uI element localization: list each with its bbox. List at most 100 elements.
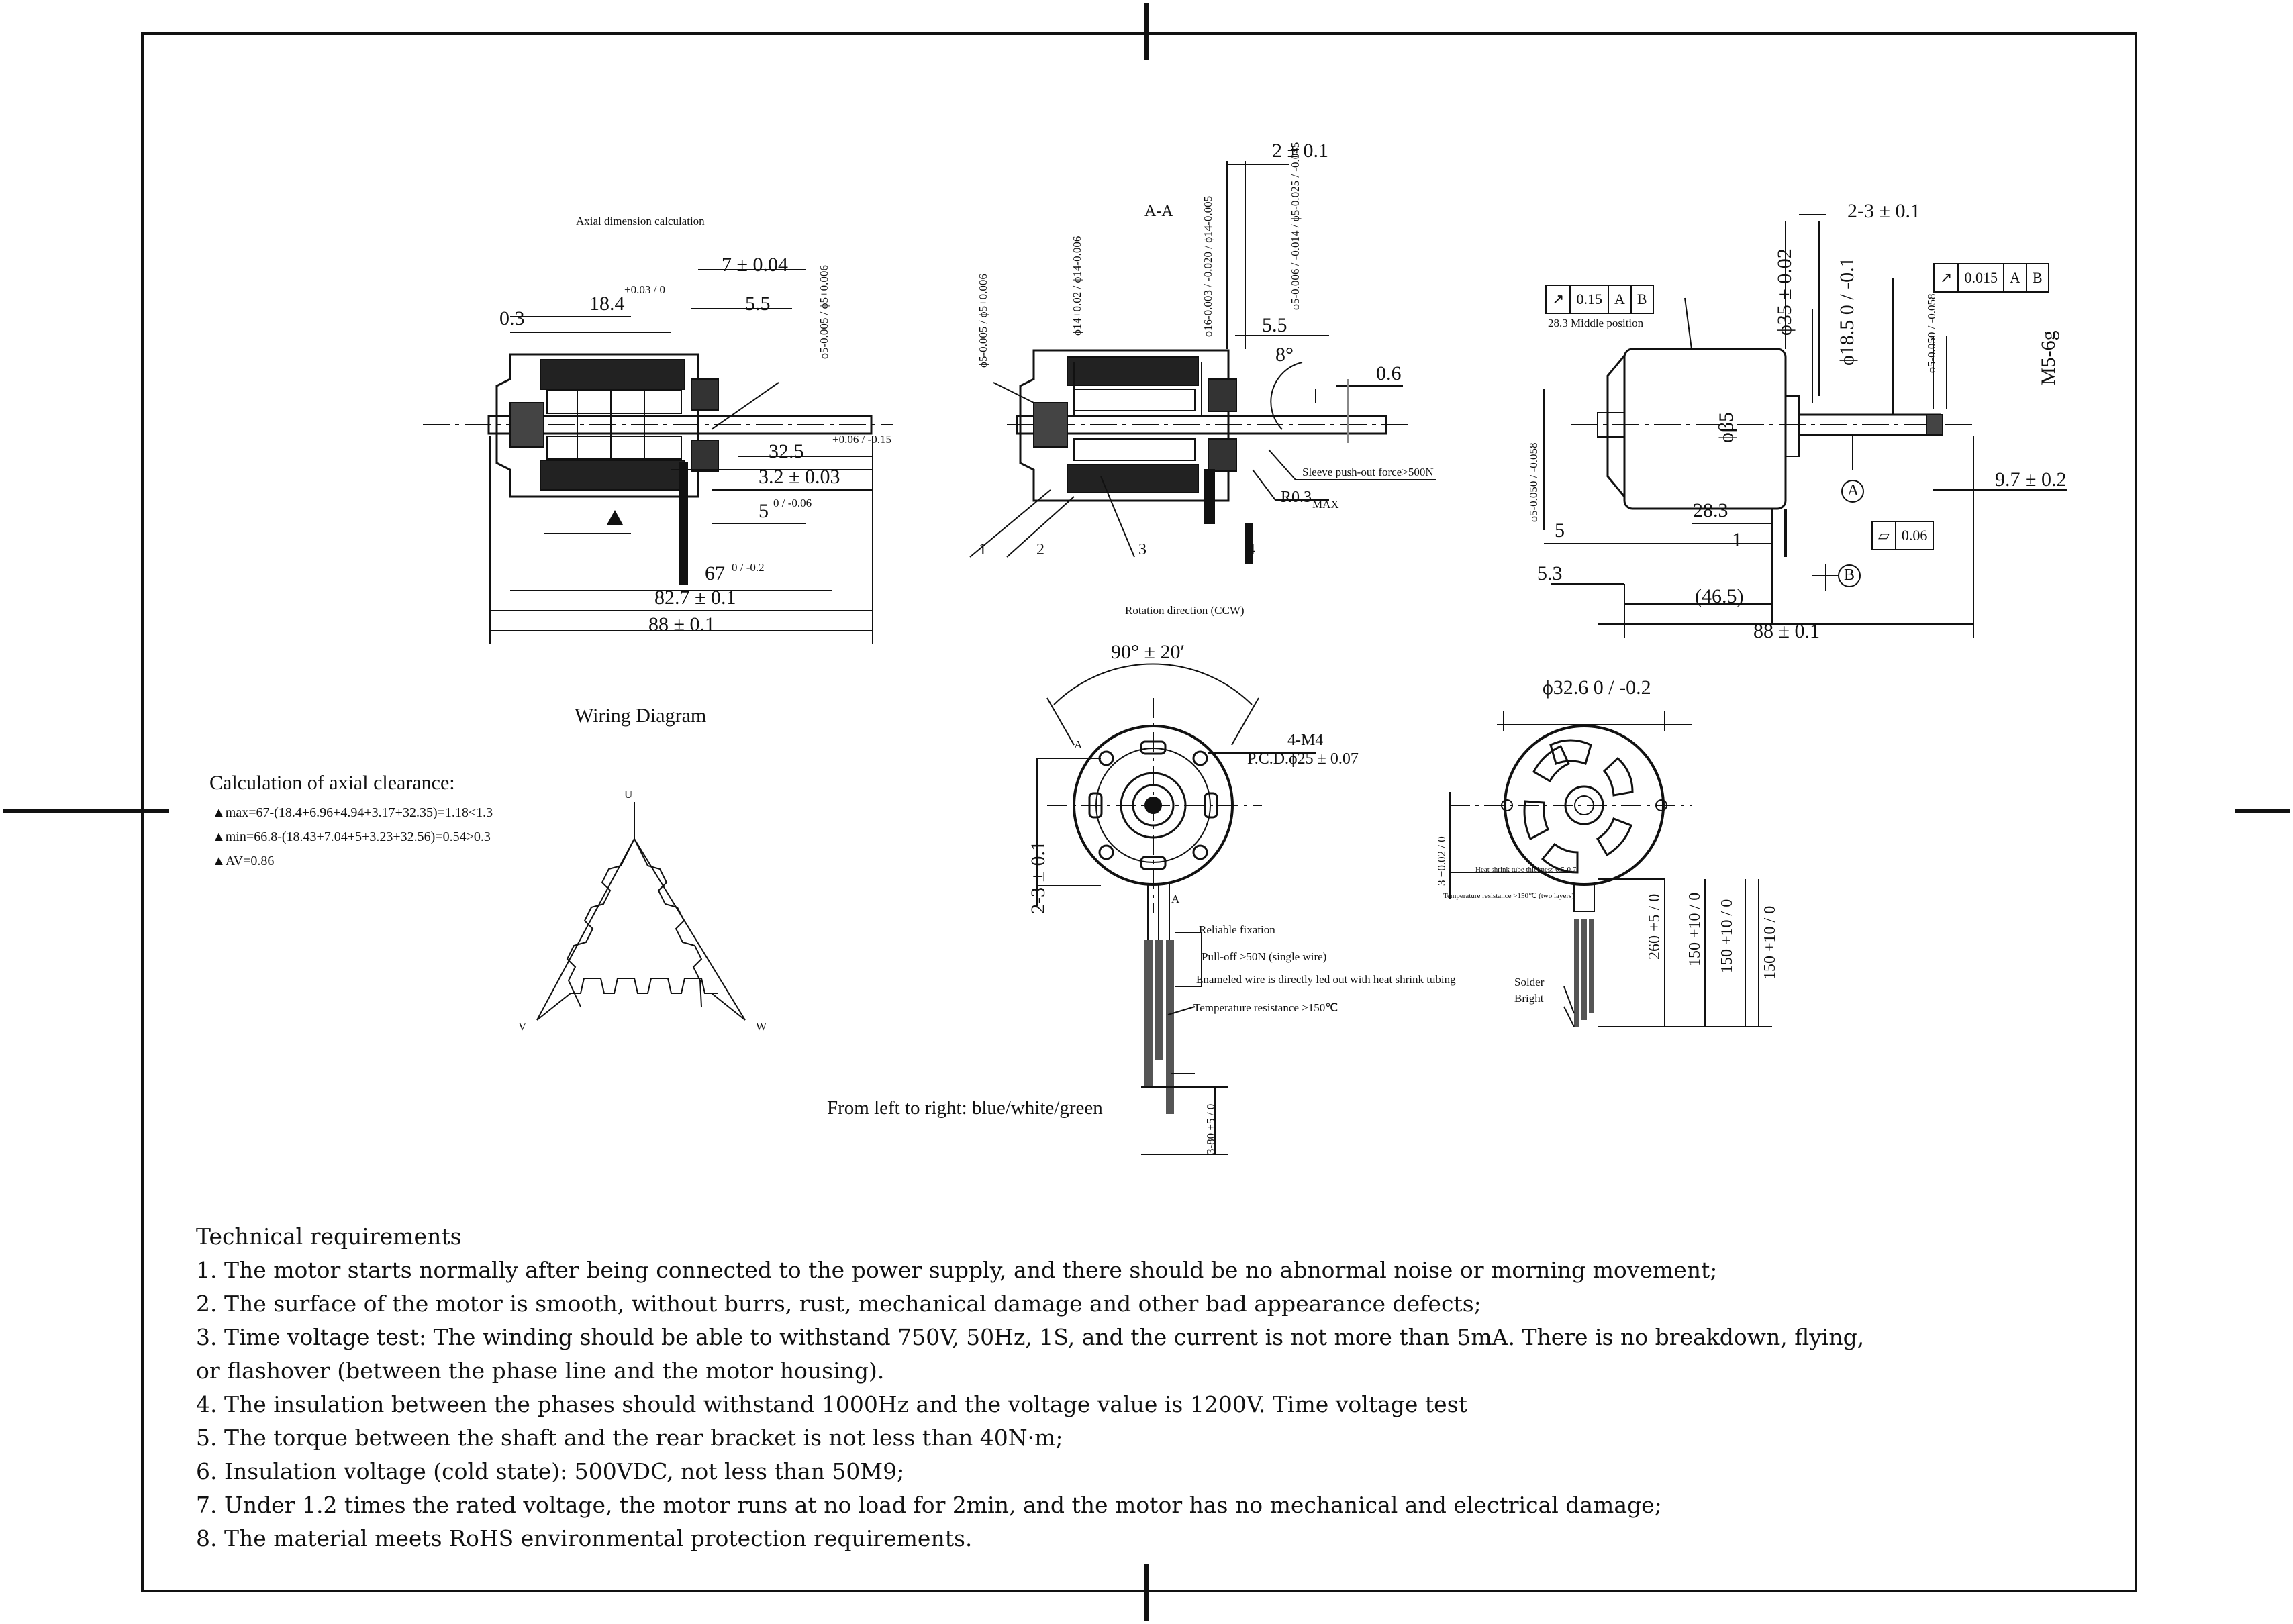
rear-dim-150c: 150 +10 / 0 xyxy=(1761,905,1779,980)
front-a-bottom: A xyxy=(1171,893,1180,905)
front-a-top: A xyxy=(1074,738,1083,751)
v3-dim-2-3: 2-3 ± 0.1 xyxy=(1847,200,1920,222)
v1-dim-82-7: 82.7 ± 0.1 xyxy=(654,587,736,609)
drawing-frame xyxy=(141,32,2137,1592)
v3-dim-phi18-5: ϕ18.5 0 / -0.1 xyxy=(1836,257,1858,366)
gtol-runout-1: ↗ 0.15 A B xyxy=(1545,285,1654,314)
v1-dim-0-3: 0.3 xyxy=(499,307,525,329)
v2-balloon-1: 1 xyxy=(979,541,987,558)
requirement-1: 1. The motor starts normally after being… xyxy=(196,1257,1718,1283)
v1-dim-32-5: 32.5 xyxy=(769,440,804,462)
v2-dim-0-6: 0.6 xyxy=(1376,362,1402,385)
runout-icon: ↗ xyxy=(1552,291,1565,307)
axial-calc-title: Axial dimension calculation xyxy=(576,215,705,227)
front-pcd: P.C.D.ϕ25 ± 0.07 xyxy=(1247,750,1359,768)
rear-bright: Bright xyxy=(1514,992,1544,1005)
front-tempres: Temperature resistance >150℃ xyxy=(1193,1001,1338,1014)
wiring-w: W xyxy=(756,1020,767,1033)
requirement-3: 3. Time voltage test: The winding should… xyxy=(196,1324,1865,1350)
rear-dim-phi32-6: ϕ32.6 0 / -0.2 xyxy=(1543,676,1651,699)
gtol1-datum-b: B xyxy=(1630,286,1653,313)
v2-balloon-2: 2 xyxy=(1036,541,1044,558)
v1-dim-5-5: 5.5 xyxy=(745,293,771,315)
gtol1-note: 28.3 Middle position xyxy=(1548,317,1644,329)
front-dim-3-80: 3-80 +5 / 0 xyxy=(1204,1103,1217,1154)
gtol2-datum-a: A xyxy=(2002,264,2026,291)
v3-dim-88: 88 ± 0.1 xyxy=(1753,620,1820,642)
clearance-heading: Calculation of axial clearance: xyxy=(209,772,455,794)
gtol1-datum-a: A xyxy=(1607,286,1630,313)
v2-sleeve-note: Sleeve push-out force>500N xyxy=(1302,466,1434,478)
requirement-4: 4. The insulation between the phases sho… xyxy=(196,1391,1467,1417)
v3-dim-phi5: ϕ5-0.050 / -0.058 xyxy=(1925,293,1938,374)
v1-dim-phi5: ϕ5-0.005 / ϕ5+0.006 xyxy=(818,265,830,359)
front-enameled: Enameled wire is directly led out with h… xyxy=(1196,973,1456,986)
rear-dim-3: 3 +0.02 / 0 xyxy=(1435,836,1448,886)
v2-r03-sub: MAX xyxy=(1312,498,1339,511)
gtol2-value: 0.015 xyxy=(1957,264,2003,291)
v3-dim-phi5-left: ϕ5-0.050 / -0.058 xyxy=(1527,442,1540,523)
rear-view-motor xyxy=(1449,711,1772,1027)
view2-section-aa xyxy=(969,161,1436,564)
rear-temp-res: Temperature resistance >150℃ (two layers… xyxy=(1443,892,1574,900)
clearance-max: ▲max=67-(18.4+6.96+4.94+3.17+32.35)=1.18… xyxy=(212,805,493,820)
requirement-7: 7. Under 1.2 times the rated voltage, th… xyxy=(196,1492,1662,1518)
v1-dim-18-4-tol: +0.03 / 0 xyxy=(624,283,666,296)
front-pulloff: Pull-off >50N (single wire) xyxy=(1202,950,1327,963)
front-view-motor xyxy=(1036,663,1316,1155)
gtol3-value: 0.06 xyxy=(1894,522,1933,549)
v2-balloon-4: 4 xyxy=(1247,541,1255,558)
gtol1-value: 0.15 xyxy=(1569,286,1608,313)
v3-dim-phi85: ϕβ5 xyxy=(1715,411,1737,443)
v1-dim-18-4: 18.4 xyxy=(589,293,625,315)
technical-requirements: Technical requirements 1. The motor star… xyxy=(196,1220,2089,1556)
requirement-6: 6. Insulation voltage (cold state): 500V… xyxy=(196,1458,905,1484)
v1-dim-5-tol: 0 / -0.06 xyxy=(773,497,812,509)
requirements-heading: Technical requirements xyxy=(196,1223,462,1250)
datum-a-label: A xyxy=(1847,482,1859,499)
rear-heat-tube: Heat shrink tube thickness 0.5-0.7 xyxy=(1475,866,1577,874)
rear-dim-150a: 150 +10 / 0 xyxy=(1686,892,1704,966)
view3-side-view xyxy=(1543,214,2067,638)
v1-dim-67: 67 xyxy=(705,562,725,585)
v2-dim-8deg: 8° xyxy=(1275,344,1294,366)
v2-dim-5-5: 5.5 xyxy=(1262,314,1287,336)
front-holes: 4-M4 xyxy=(1287,731,1324,749)
v3-dim-28-3: 28.3 xyxy=(1693,499,1728,521)
requirement-8: 8. The material meets RoHS environmental… xyxy=(196,1525,973,1552)
runout-icon: ↗ xyxy=(1940,269,1953,286)
v1-dim-7: 7 ± 0.04 xyxy=(722,254,788,276)
wiring-title: Wiring Diagram xyxy=(575,705,707,727)
v2-dim-phi16: ϕ16-0.003 / -0.020 / ϕ14-0.005 xyxy=(1202,195,1214,337)
rear-solder: Solder xyxy=(1514,976,1545,988)
v3-dim-5: 5 xyxy=(1555,519,1565,542)
wiring-delta xyxy=(536,802,746,1021)
rear-dim-150b: 150 +10 / 0 xyxy=(1718,899,1736,973)
flatness-icon: ▱ xyxy=(1878,527,1890,544)
section-title: A-A xyxy=(1144,203,1173,220)
centering-marks xyxy=(3,3,2290,1621)
front-dim-2-3: 2-3 ± 0.1 xyxy=(1027,841,1049,914)
v3-dim-46-5: (46.5) xyxy=(1695,585,1744,607)
clearance-av: ▲AV=0.86 xyxy=(212,854,275,868)
v2-dim-phi5: ϕ5-0.005 / ϕ5+0.006 xyxy=(977,274,989,368)
gtol-flatness: ▱ 0.06 xyxy=(1871,521,1935,550)
wiring-v: V xyxy=(518,1020,527,1033)
v2-dim-phi14: ϕ14+0.02 / ϕ14-0.006 xyxy=(1071,236,1083,336)
front-angle: 90° ± 20′ xyxy=(1111,641,1185,663)
view1-axial-section xyxy=(423,269,893,644)
v3-dim-phi35: ϕ35 ± 0.02 xyxy=(1773,248,1796,336)
v1-dim-5: 5 xyxy=(759,500,769,522)
gtol2-datum-b: B xyxy=(2025,264,2048,291)
v3-dim-9-7: 9.7 ± 0.2 xyxy=(1995,468,2067,491)
requirement-2: 2. The surface of the motor is smooth, w… xyxy=(196,1290,1481,1317)
v2-dim-phi5b: ϕ5-0.006 / -0.014 / ϕ5-0.025 / -0.045 xyxy=(1289,142,1302,310)
v1-dim-3-2: 3.2 ± 0.03 xyxy=(759,466,840,488)
v2-balloon-3: 3 xyxy=(1138,541,1146,558)
v2-dim-2: 2 ± 0.1 xyxy=(1272,140,1328,162)
leads-order-note: From left to right: blue/white/green xyxy=(827,1097,1103,1119)
v1-dim-67-tol: 0 / -0.2 xyxy=(732,561,765,574)
requirement-3-cont: or flashover (between the phase line and… xyxy=(196,1358,885,1384)
